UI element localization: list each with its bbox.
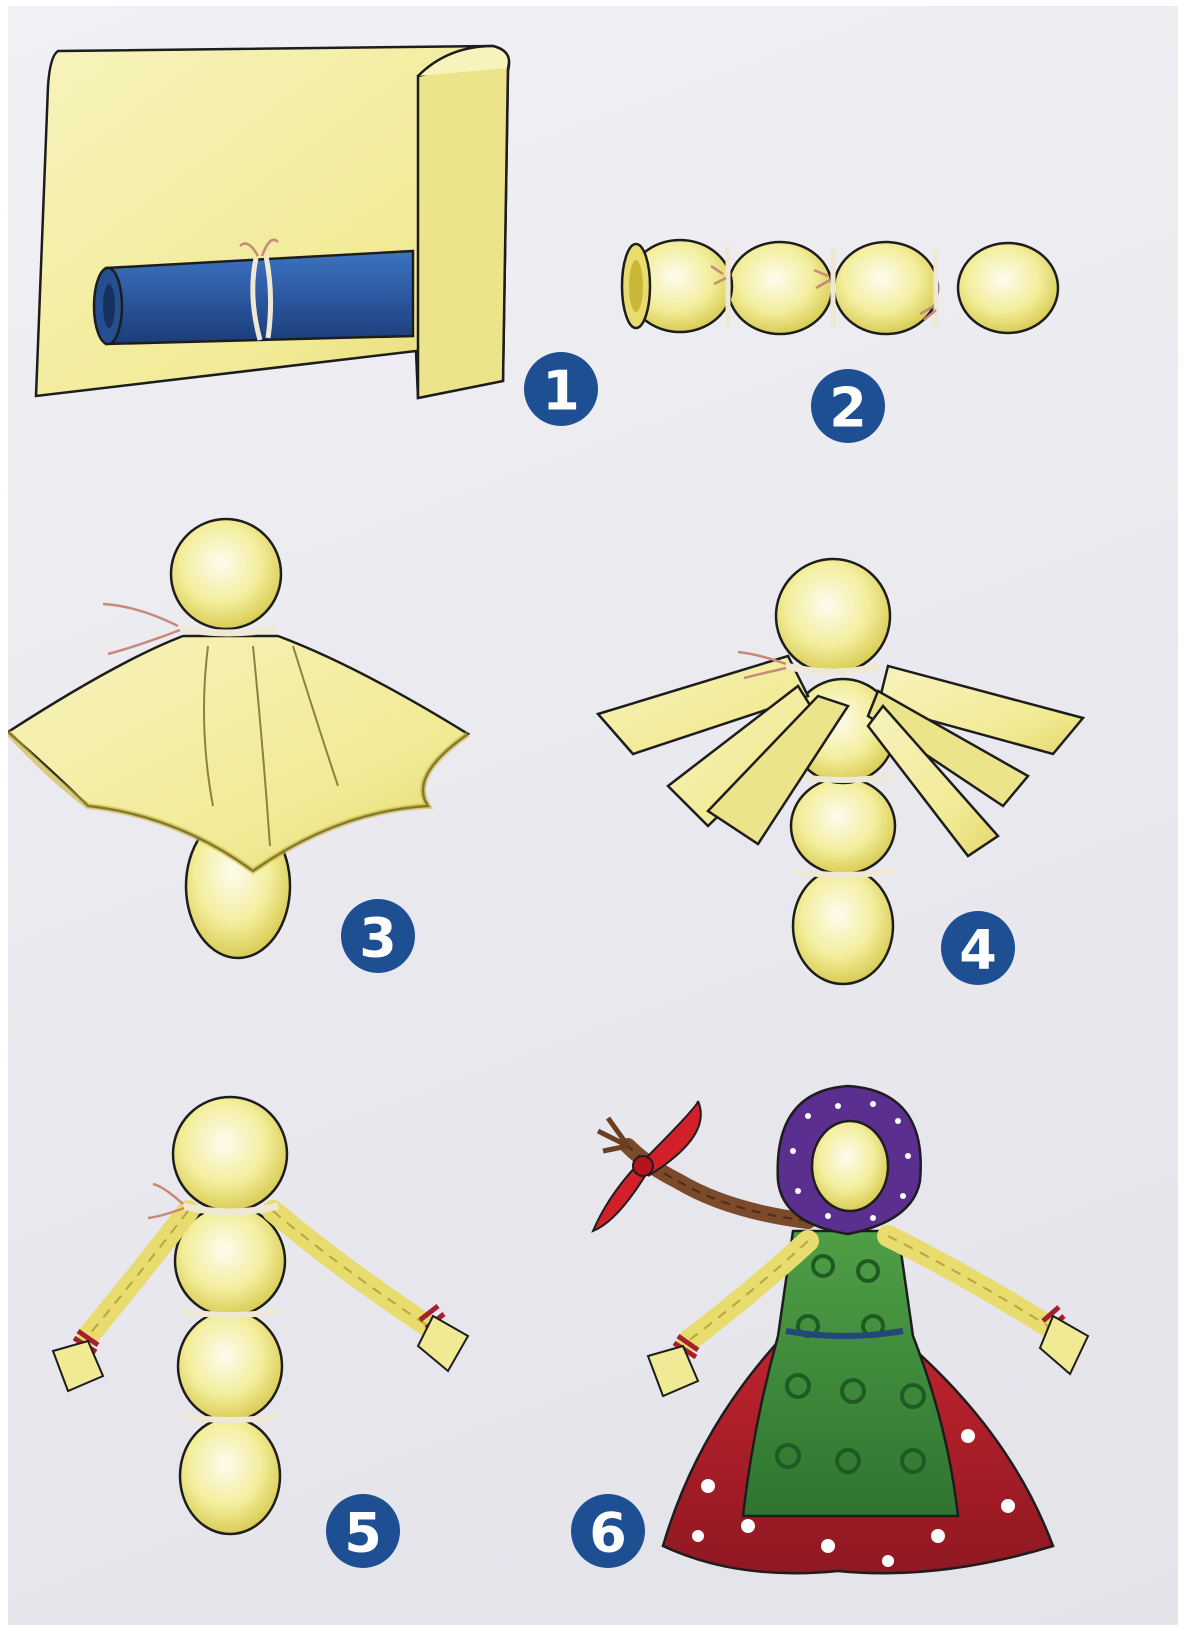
step-1-number: 1 xyxy=(542,360,580,423)
step-2-illustration xyxy=(622,240,1058,334)
step-5-badge: 5 xyxy=(326,1494,400,1568)
step-5-number: 5 xyxy=(344,1502,382,1565)
step-1-badge: 1 xyxy=(524,352,598,426)
instruction-page: 1 2 3 xyxy=(8,6,1178,1625)
step-5-illustration xyxy=(53,1097,468,1534)
step-4-badge: 4 xyxy=(941,911,1015,985)
step-2-number: 2 xyxy=(829,377,867,440)
step-2-badge: 2 xyxy=(811,369,885,443)
step-1-illustration xyxy=(36,46,509,398)
doll-making-steps-illustration: 1 2 3 xyxy=(8,6,1178,1625)
step-6-badge: 6 xyxy=(571,1494,645,1568)
step-3-number: 3 xyxy=(359,907,397,970)
step-4-number: 4 xyxy=(959,919,997,982)
step-6-illustration xyxy=(593,1086,1088,1573)
step-3-illustration xyxy=(8,519,468,958)
step-3-badge: 3 xyxy=(341,899,415,973)
step-4-illustration xyxy=(598,559,1083,984)
step-6-number: 6 xyxy=(589,1502,627,1565)
